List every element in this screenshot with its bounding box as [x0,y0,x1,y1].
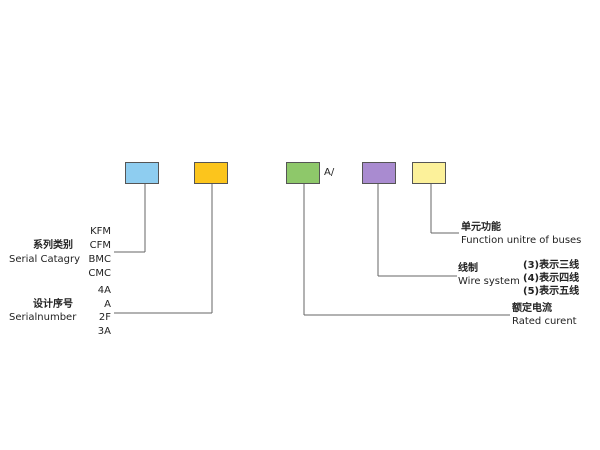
function-heading-cn: 单元功能 [461,222,501,233]
design-code-3: 3A [97,326,111,337]
separator-label: A/ [324,167,335,178]
rated-heading-en: Rated curent [512,316,577,327]
wire-option-1: (4)表示四线 [523,273,580,284]
series-heading-en: Serial Catagry [9,254,81,265]
design-heading-en: Serialnumber [9,312,77,323]
series-code-2: BMC [88,254,111,265]
wire-heading-en: Wire system [458,276,520,287]
function-heading-en: Function unitre of buses [461,235,582,246]
wire-heading-cn: 线制 [458,263,478,274]
wire-option-2: (5)表示五线 [523,286,580,297]
design-heading-cn: 设计序号 [33,299,73,310]
wire-option-0: (3)表示三线 [523,260,580,271]
series-heading-cn: 系列类别 [33,240,73,251]
design-code-2: 2F [98,312,111,323]
series-code-box [125,162,159,184]
wire-system-code-box [362,162,396,184]
function-code-box [412,162,446,184]
rated-heading-cn: 额定电流 [512,303,552,314]
series-code-1: CFM [89,240,111,251]
design-code-1: A [104,299,111,310]
series-code-0: KFM [90,226,111,237]
series-code-3: CMC [88,268,111,279]
design-code-0: 4A [97,285,111,296]
rated-current-code-box [286,162,320,184]
design-code-box [194,162,228,184]
